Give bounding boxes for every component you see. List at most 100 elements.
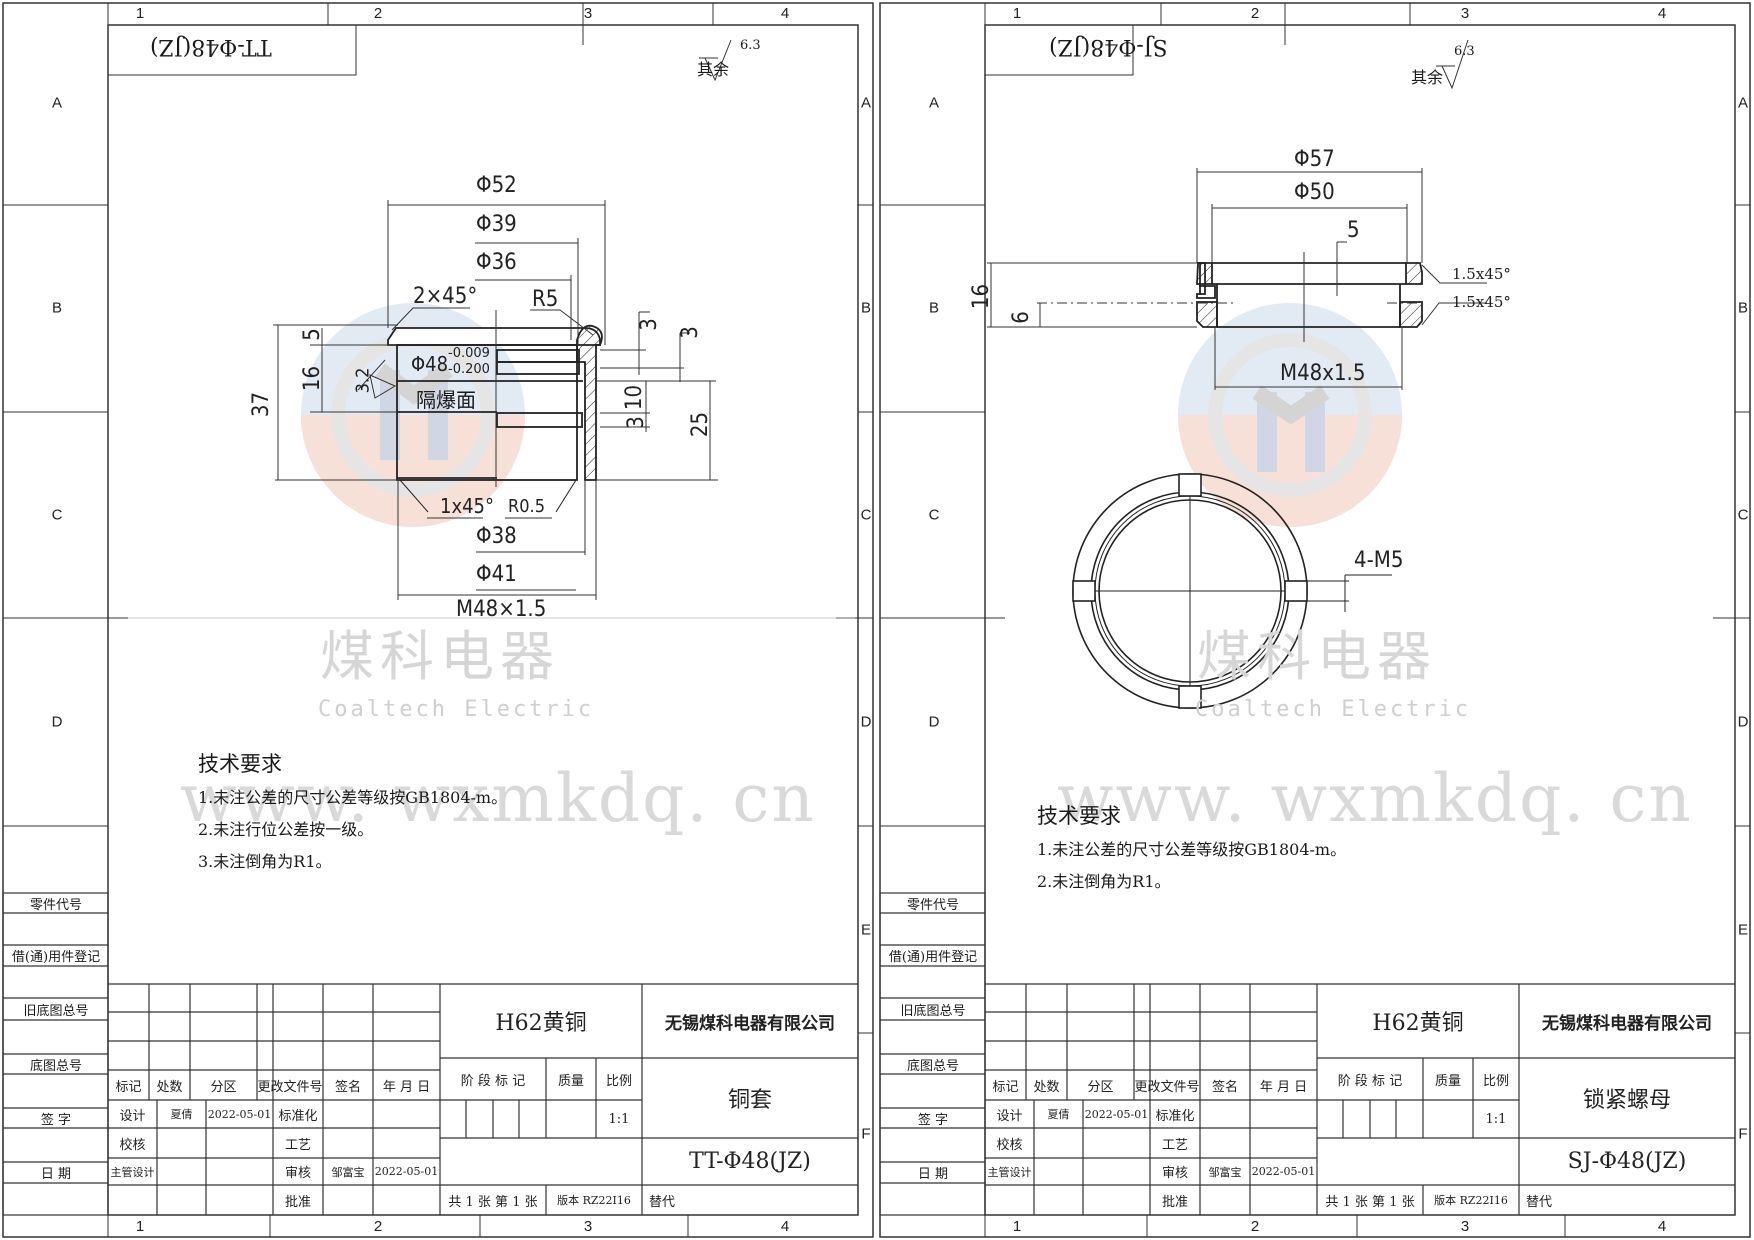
zone-row-B-right: B: [1737, 299, 1749, 317]
replace-label: 替代: [648, 1194, 675, 1210]
tech-requirements: 技术要求 1.未注公差的尺寸公差等级按GB1804-m。 2.未注倒角为R1。: [1037, 800, 1346, 892]
zone-row-E-right: E: [1737, 921, 1749, 939]
side-label-borrowed-parts: 借(通)用件登记: [11, 950, 101, 965]
zone-row-A: A: [51, 94, 63, 112]
explosion-proof-face-label: 隔爆面: [416, 388, 476, 412]
zone-row-C: C: [928, 506, 940, 524]
dim-g3b: 3: [677, 326, 703, 339]
dim-depth-5: 5: [1347, 218, 1360, 243]
zone-row-C-right: C: [1737, 506, 1749, 524]
zone-col-4-bottom: 4: [780, 1218, 790, 1235]
company-name: 无锡煤科电器有限公司: [1542, 1013, 1712, 1034]
sheet-frame: [2, 2, 874, 1238]
material: H62黄铜: [495, 1011, 587, 1036]
zone-col-1: 1: [135, 5, 145, 22]
tech-requirement-item: 2.未注倒角为R1。: [1037, 872, 1171, 891]
design-label: 设计: [119, 1108, 146, 1124]
zone-row-F-right: F: [1738, 1125, 1748, 1143]
dim-holes-4-m5: 4-M5: [1354, 548, 1404, 573]
rev-header-count: 处数: [1033, 1079, 1060, 1095]
chief-design-label: 主管设计: [110, 1165, 155, 1179]
side-label-signature: 签 字: [917, 1112, 949, 1128]
zone-col-3-bottom: 3: [1460, 1218, 1470, 1235]
review-label: 审核: [284, 1166, 311, 1181]
dim-h16: 16: [969, 283, 995, 310]
zone-row-C: C: [51, 506, 63, 524]
tech-requirements: 技术要求 1.未注公差的尺寸公差等级按GB1804-m。 2.未注行位公差按一级…: [198, 748, 507, 872]
side-label-date: 日 期: [917, 1167, 949, 1182]
dim-h37: 37: [249, 391, 275, 418]
approve-label: 批准: [284, 1194, 311, 1210]
zone-row-D-right: D: [860, 713, 872, 731]
tech-requirement-item: 1.未注公差的尺寸公差等级按GB1804-m。: [198, 788, 508, 807]
rev-header-zone: 分区: [210, 1079, 237, 1095]
standardization-label: 标准化: [1155, 1108, 1195, 1124]
version: 版本 RZ22I16: [557, 1194, 631, 1207]
part-name: 铜套: [727, 1088, 772, 1113]
designer-name: 夏倩: [1047, 1108, 1070, 1121]
check-label: 校核: [119, 1137, 146, 1153]
replace-label: 替代: [1525, 1194, 1552, 1210]
zone-col-3: 3: [1460, 5, 1470, 22]
review-label: 审核: [1161, 1166, 1188, 1181]
dim-d48: Φ48: [411, 352, 449, 376]
side-label-base-no: 底图总号: [29, 1058, 82, 1074]
review-date: 2022-05-01: [1251, 1165, 1316, 1178]
side-label-old-base-no: 旧底图总号: [900, 1003, 966, 1019]
dim-thread: M48×1.5: [456, 597, 547, 622]
side-label-old-base-no: 旧底图总号: [23, 1003, 89, 1019]
tech-requirement-item: 2.未注行位公差按一级。: [198, 820, 374, 839]
zone-col-1-bottom: 1: [135, 1218, 145, 1235]
part-name: 锁紧螺母: [1582, 1088, 1671, 1113]
process-label: 工艺: [1161, 1137, 1188, 1153]
dim-thread: M48x1.5: [1280, 361, 1366, 386]
standardization-label: 标准化: [278, 1108, 318, 1124]
zone-row-A-right: A: [860, 94, 872, 112]
side-label-signature: 签 字: [40, 1112, 72, 1128]
rev-header-count: 处数: [156, 1079, 183, 1095]
scale-label: 比例: [605, 1073, 632, 1089]
zone-col-2: 2: [1250, 5, 1260, 22]
dim-d50: Φ50: [1294, 180, 1335, 205]
dim-tol-upper: -0.009: [448, 346, 490, 361]
dim-h5: 5: [299, 328, 325, 341]
dim-r5: R5: [532, 287, 559, 312]
sheet-count: 共 1 张 第 1 张: [448, 1194, 538, 1210]
dim-d38: Φ38: [476, 524, 517, 549]
reviewer-name: 邹富宝: [331, 1165, 365, 1179]
watermark-en: Coaltech Electric: [1195, 697, 1472, 722]
side-label-part-code: 零件代号: [906, 897, 959, 913]
dim-g3c: 3: [623, 416, 649, 429]
approve-label: 批准: [1161, 1194, 1188, 1210]
stage-mark-label: 阶 段 标 记: [460, 1073, 526, 1089]
rev-header-doc-no: 更改文件号: [257, 1079, 323, 1095]
drawing-number: SJ-Φ48(JZ): [1567, 1149, 1687, 1174]
roughness-value: 6.3: [740, 38, 761, 53]
rev-header-signature: 签名: [334, 1079, 361, 1095]
dim-d52: Φ52: [476, 173, 517, 198]
drawing-number: TT-Φ48(JZ): [689, 1149, 811, 1174]
design-date: 2022-05-01: [207, 1107, 272, 1121]
zone-col-2: 2: [373, 5, 383, 22]
design-label: 设计: [996, 1108, 1023, 1124]
watermark-url: www. wxmkdq. cn: [180, 760, 816, 837]
ring-plan-view: [1072, 473, 1392, 709]
dim-d36: Φ36: [476, 250, 517, 275]
tech-requirement-item: 1.未注公差的尺寸公差等级按GB1804-m。: [1037, 840, 1347, 859]
side-label-part-code: 零件代号: [29, 897, 82, 913]
mass-label: 质量: [1434, 1073, 1461, 1089]
version: 版本 RZ22I16: [1434, 1194, 1508, 1207]
zone-col-2-bottom: 2: [373, 1218, 383, 1235]
side-label-base-no: 底图总号: [906, 1058, 959, 1074]
dim-d57: Φ57: [1294, 147, 1335, 172]
zone-row-F-right: F: [861, 1125, 871, 1143]
zone-row-D-right: D: [1737, 713, 1749, 731]
zone-row-A: A: [928, 94, 940, 112]
zone-row-D: D: [51, 713, 63, 731]
zone-col-3-bottom: 3: [583, 1218, 593, 1235]
dim-d39: Φ39: [476, 212, 517, 237]
watermark-en: Coaltech Electric: [318, 697, 595, 722]
zone-col-2-bottom: 2: [1250, 1218, 1260, 1235]
zone-col-4: 4: [1657, 5, 1667, 22]
sheet-count: 共 1 张 第 1 张: [1325, 1194, 1415, 1210]
